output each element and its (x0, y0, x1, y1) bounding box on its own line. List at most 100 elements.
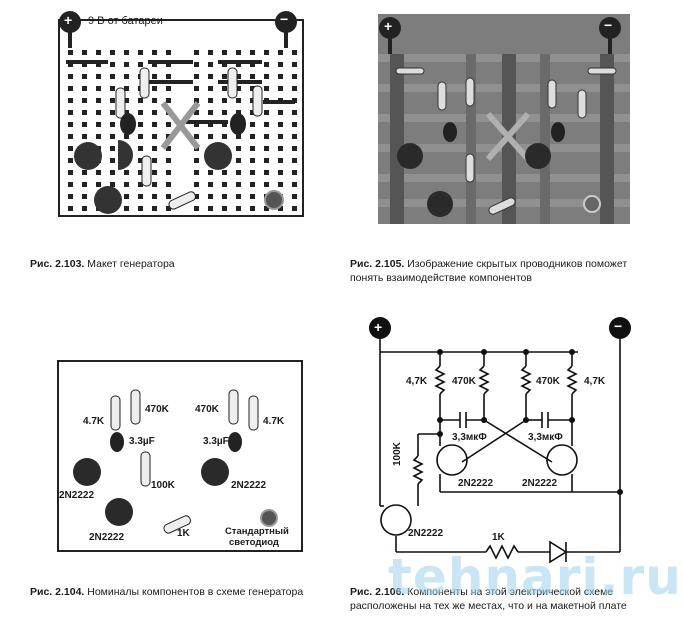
caption-2-104: Рис. 2.104. Номиналы компонентов в схеме… (30, 585, 330, 599)
breadboard-hole (236, 62, 241, 67)
breadboard-hole (68, 134, 73, 139)
breadboard-hole (166, 86, 171, 91)
breadboard-hole (222, 170, 227, 175)
breadboard-hole (236, 194, 241, 199)
figure-2-104: 4.7K 470K 470K 4.7K 3.3µF 3.3µF 100K 2N2… (57, 360, 303, 552)
breadboard-hole (236, 74, 241, 79)
breadboard-hole (194, 62, 199, 67)
hidden-conductors-drawing (378, 14, 630, 224)
breadboard-hole (236, 182, 241, 187)
breadboard-hole (264, 170, 269, 175)
transistor-label-t1: 2N2222 (59, 490, 95, 501)
breadboard-hole (278, 158, 283, 163)
transistor-label-t1: 2N2222 (458, 478, 494, 489)
breadboard-hole (124, 182, 129, 187)
breadboard-hole (236, 110, 241, 115)
breadboard-hole (208, 206, 213, 211)
breadboard-hole (250, 182, 255, 187)
breadboard-hole (250, 146, 255, 151)
breadboard-hole (278, 182, 283, 187)
breadboard-hole (166, 206, 171, 211)
breadboard-hole (110, 146, 115, 151)
capacitor-label-c1: 3,3мкФ (452, 432, 487, 443)
breadboard-hole (292, 134, 297, 139)
breadboard-hole (250, 134, 255, 139)
caption-number: Рис. 2.105. (350, 258, 405, 270)
figure-2-105: + − (378, 14, 630, 224)
breadboard-hole (264, 134, 269, 139)
breadboard-hole (152, 158, 157, 163)
breadboard-hole (152, 50, 157, 55)
minus-terminal-label: − (280, 11, 289, 27)
breadboard-hole (208, 74, 213, 79)
breadboard-hole (96, 182, 101, 187)
breadboard-hole (124, 194, 129, 199)
breadboard-hole (264, 122, 269, 127)
breadboard-hole (166, 122, 171, 127)
breadboard-hole (194, 98, 199, 103)
breadboard-hole (82, 98, 87, 103)
breadboard-hole (292, 122, 297, 127)
breadboard-hole (194, 182, 199, 187)
breadboard-hole (236, 170, 241, 175)
breadboard-hole (96, 50, 101, 55)
breadboard-hole (138, 62, 143, 67)
plus-terminal-label: + (384, 18, 393, 34)
breadboard-hole (250, 50, 255, 55)
breadboard-hole (110, 122, 115, 127)
breadboard-hole (292, 194, 297, 199)
breadboard-hole (124, 98, 129, 103)
transistor-label-t2: 2N2222 (522, 478, 558, 489)
breadboard-hole (68, 158, 73, 163)
breadboard-hole (138, 98, 143, 103)
breadboard-hole (82, 194, 87, 199)
caption-2-105: Рис. 2.105. Изображение скрытых проводни… (350, 257, 660, 285)
capacitor-label-c2: 3.3µF (203, 436, 229, 447)
breadboard-hole (236, 158, 241, 163)
breadboard-hole (208, 50, 213, 55)
breadboard-hole (110, 170, 115, 175)
breadboard-hole (264, 206, 269, 211)
breadboard-hole (96, 122, 101, 127)
breadboard-hole (222, 62, 227, 67)
breadboard-hole (264, 74, 269, 79)
breadboard-hole (222, 86, 227, 91)
breadboard-hole (278, 134, 283, 139)
minus-terminal-label: − (614, 318, 623, 334)
breadboard-hole (250, 170, 255, 175)
transistor-label-t3: 2N2222 (408, 528, 444, 539)
breadboard-hole (82, 74, 87, 79)
breadboard-hole (152, 86, 157, 91)
breadboard-hole (278, 62, 283, 67)
breadboard-hole (68, 194, 73, 199)
breadboard-hole (138, 170, 143, 175)
breadboard-hole (222, 98, 227, 103)
breadboard-hole (166, 62, 171, 67)
resistor-label-r1: 4.7K (83, 416, 105, 427)
capacitor-label-c2: 3,3мкФ (528, 432, 563, 443)
breadboard-hole (194, 122, 199, 127)
breadboard-hole (208, 110, 213, 115)
breadboard-hole (222, 50, 227, 55)
breadboard-hole (222, 110, 227, 115)
breadboard-hole (138, 158, 143, 163)
breadboard-hole (194, 50, 199, 55)
breadboard-hole (82, 110, 87, 115)
breadboard-hole (222, 134, 227, 139)
transistor-label-t2: 2N2222 (231, 480, 267, 491)
breadboard-hole (152, 146, 157, 151)
breadboard-hole (152, 134, 157, 139)
breadboard-hole (124, 86, 129, 91)
breadboard-hole (236, 86, 241, 91)
breadboard-hole (278, 86, 283, 91)
breadboard-hole (264, 110, 269, 115)
breadboard-hole (82, 182, 87, 187)
breadboard-hole (208, 134, 213, 139)
breadboard-hole (124, 134, 129, 139)
caption-text: Макет генератора (87, 258, 175, 270)
breadboard-hole (264, 146, 269, 151)
breadboard-hole (264, 182, 269, 187)
breadboard-hole (124, 206, 129, 211)
caption-number: Рис. 2.104. (30, 586, 85, 598)
breadboard-hole (194, 110, 199, 115)
